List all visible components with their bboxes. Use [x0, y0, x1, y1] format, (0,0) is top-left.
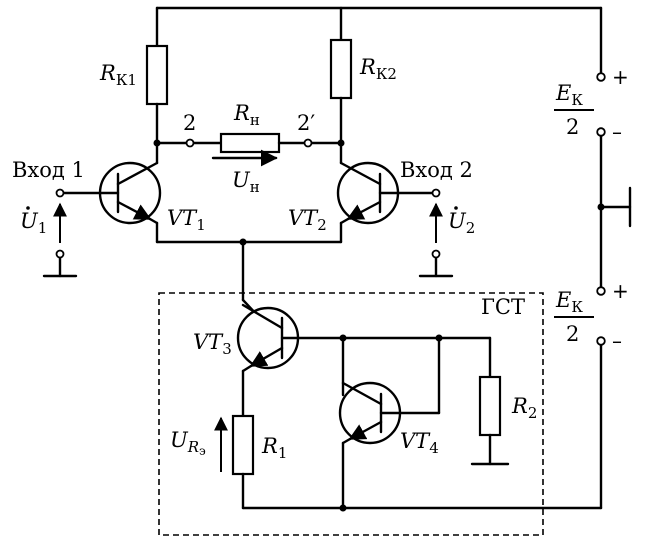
rk1-label: RК1: [99, 61, 137, 89]
load-branch: 2 2′ Rн Uн: [153, 101, 345, 196]
node-2prime-label: 2′: [297, 111, 315, 135]
input1-label: Вход 1: [12, 158, 85, 182]
minus-bottom: –: [612, 329, 622, 353]
ure-label: URэ: [170, 428, 206, 458]
vt1-label: VT1: [167, 206, 206, 234]
transistor-vt2: VT2: [288, 141, 434, 244]
plus-bottom: +: [612, 279, 629, 303]
u1-label: U1: [20, 209, 47, 237]
input2-label: Вход 2: [400, 158, 473, 182]
current-source-box: ГСТ: [158, 292, 544, 536]
resistor-rk2: RК2: [329, 6, 397, 145]
ek-top-num: EК: [555, 81, 583, 109]
ek-bottom-num: EК: [555, 288, 583, 316]
vt2-label: VT2: [288, 206, 327, 234]
resistor-rk1: RК1: [99, 6, 169, 145]
u2-label: U2: [448, 209, 475, 237]
ek-top-den: 2: [566, 115, 579, 139]
vt3-label: VT3: [193, 330, 232, 358]
plus-top: +: [612, 65, 629, 89]
transistor-vt4: VT4: [338, 334, 443, 510]
input-1: Вход 1 U1: [12, 158, 85, 278]
input-2: Вход 2 U2: [400, 158, 475, 278]
gst-label: ГСТ: [481, 295, 525, 319]
power-supply: + – + – EК 2 EК 2: [554, 65, 632, 353]
ek-bottom-den: 2: [566, 322, 579, 346]
r2-label: R2: [511, 394, 537, 422]
un-label: Uн: [232, 168, 260, 196]
resistor-r1: R1 URэ: [170, 414, 287, 510]
rk2-label: RК2: [359, 55, 397, 83]
rn-label: Rн: [233, 101, 260, 129]
r1-label: R1: [261, 434, 287, 462]
node-2-label: 2: [183, 111, 196, 135]
transistor-vt1: VT1: [62, 141, 206, 244]
resistor-r2: R2: [470, 336, 537, 466]
emitter-tie: [155, 238, 343, 320]
vt4-label: VT4: [400, 429, 439, 457]
transistor-vt3: VT3: [193, 303, 492, 418]
bottom-rail: [241, 343, 603, 512]
top-rail: [155, 6, 603, 74]
minus-top: –: [612, 120, 622, 144]
